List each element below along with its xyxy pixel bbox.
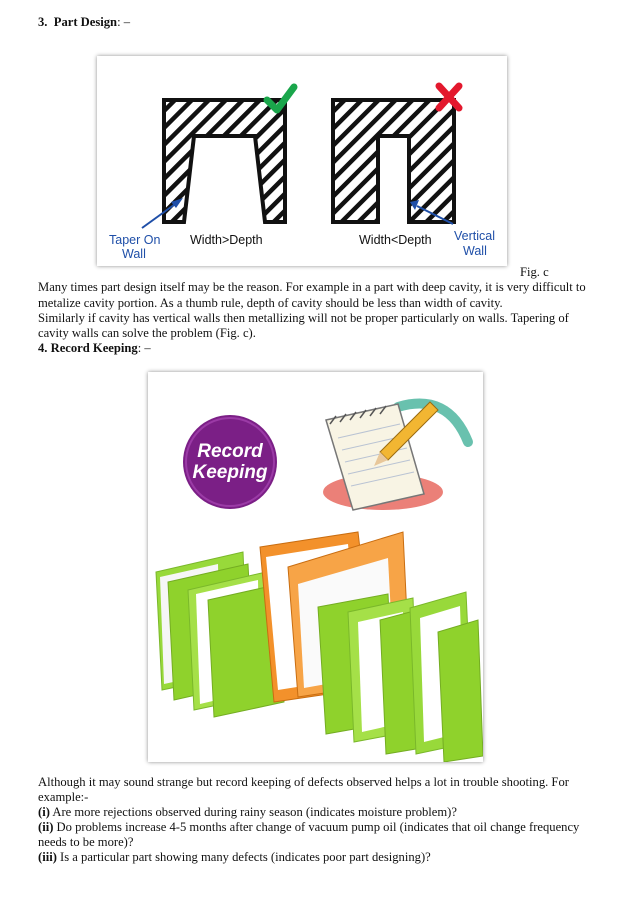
section-number: 3. [38, 15, 48, 29]
vertical-label-1: Vertical [454, 229, 495, 243]
section-title: Part Design [53, 15, 118, 29]
taper-label-1: Taper On [109, 233, 160, 247]
record-keeping-badge: Record Keeping [183, 415, 277, 509]
list-text: needs to be more)? [38, 835, 134, 849]
list-marker: (ii) [38, 820, 54, 834]
section-3-heading: 3. Part Design: – [38, 15, 130, 29]
record-keeping-illustration: Record Keeping [148, 372, 483, 762]
vertical-label-2: Wall [463, 244, 487, 258]
section-suffix: : – [117, 15, 131, 29]
list-text: Is a particular part showing many defect… [56, 850, 431, 864]
section-title: Record Keeping [50, 341, 138, 355]
list-item: (i) Are more rejections observed during … [38, 805, 457, 819]
figure-caption: Fig. c [520, 265, 549, 279]
tapered-part-shape [162, 98, 287, 224]
list-marker: (i) [38, 805, 50, 819]
figure-c-part-design: Taper On Wall Width>Depth Width<Depth Ve… [97, 56, 507, 266]
notepad-pencil-icon [323, 398, 473, 511]
width-lt-depth-caption: Width<Depth [359, 233, 432, 247]
paragraph-line: example:- [38, 790, 89, 804]
record-keeping-art: Record Keeping [155, 398, 483, 762]
badge-text-line-1: Record [197, 441, 263, 462]
paragraph-line: Although it may sound strange but record… [38, 775, 569, 789]
file-folders [155, 531, 483, 762]
cross-icon [435, 82, 463, 112]
taper-arrow [141, 198, 183, 229]
list-item: needs to be more)? [38, 835, 133, 849]
section-4-heading: 4. Record Keeping: – [38, 341, 151, 355]
list-item: (ii) Do problems increase 4-5 months aft… [38, 820, 579, 834]
paragraph-line: cavity walls can solve the problem (Fig.… [38, 326, 256, 340]
section-suffix: : – [137, 341, 151, 355]
paragraph-line: Many times part design itself may be the… [38, 280, 586, 294]
paragraph-line: metalize cavity portion. As a thumb rule… [38, 296, 503, 310]
list-text: Do problems increase 4-5 months after ch… [53, 820, 580, 834]
width-gt-depth-caption: Width>Depth [190, 233, 263, 247]
paragraph-line: Similarly if cavity has vertical walls t… [38, 311, 569, 325]
badge-text-line-2: Keeping [193, 462, 268, 483]
list-text: Are more rejections observed during rain… [49, 805, 457, 819]
vertical-arrow [410, 200, 454, 225]
part-design-diagram: Taper On Wall Width>Depth Width<Depth Ve… [109, 82, 495, 261]
check-icon [263, 83, 298, 114]
list-item: (iii) Is a particular part showing many … [38, 850, 431, 864]
taper-label-2: Wall [122, 247, 146, 261]
section-number: 4. [38, 341, 48, 355]
list-marker: (iii) [38, 850, 57, 864]
vertical-part-shape [331, 98, 456, 224]
